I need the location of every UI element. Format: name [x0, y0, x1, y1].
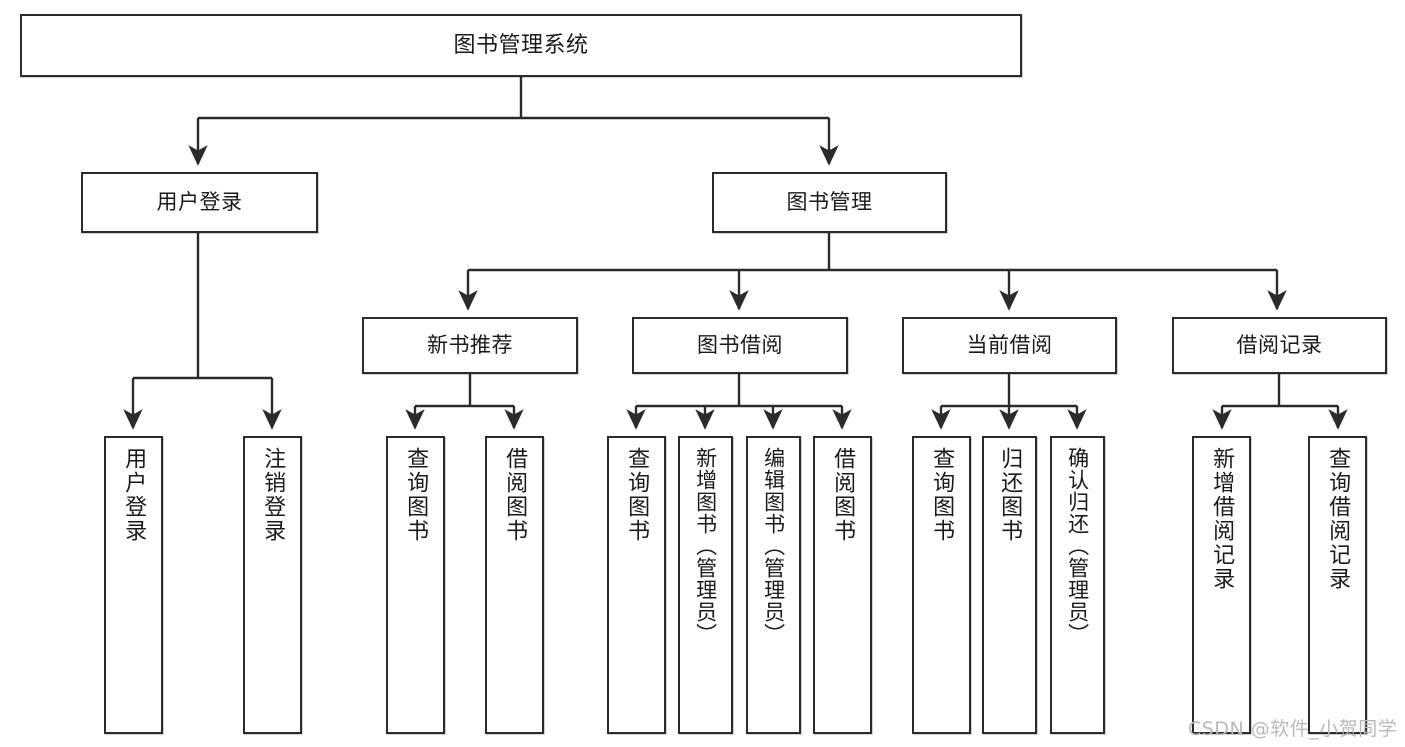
- node-label: 查询图书: [929, 447, 955, 543]
- node-leaf-query-book-borrow[interactable]: 查询图书: [607, 436, 666, 734]
- node-leaf-query-book-new[interactable]: 查询图书: [386, 436, 445, 734]
- node-label: 借阅记录: [1236, 333, 1323, 358]
- node-label: 确认归还（管理员）: [1065, 447, 1090, 645]
- node-label: 用户登录: [156, 190, 243, 215]
- node-label: 借阅图书: [502, 447, 528, 543]
- node-leaf-edit-book-admin[interactable]: 编辑图书（管理员）: [746, 436, 801, 734]
- node-label: 当前借阅: [966, 333, 1053, 358]
- csdn-watermark: CSDN @软件_小贺同学: [1188, 718, 1398, 740]
- node-leaf-query-borrow-record[interactable]: 查询借阅记录: [1308, 436, 1367, 734]
- node-label: 图书管理: [786, 190, 873, 215]
- node-label: 新增借阅记录: [1209, 447, 1235, 591]
- node-leaf-user-logout[interactable]: 注销登录: [243, 436, 302, 734]
- node-label: 新书推荐: [427, 333, 513, 358]
- node-leaf-return-book[interactable]: 归还图书: [982, 436, 1037, 734]
- node-label: 归还图书: [997, 447, 1023, 543]
- node-label: 借阅图书: [830, 447, 856, 543]
- node-leaf-borrow-book[interactable]: 借阅图书: [813, 436, 872, 734]
- node-label: 注销登录: [260, 447, 286, 543]
- node-leaf-confirm-return-admin[interactable]: 确认归还（管理员）: [1050, 436, 1105, 734]
- node-leaf-add-borrow-record[interactable]: 新增借阅记录: [1192, 436, 1251, 734]
- node-label: 查询图书: [624, 447, 650, 543]
- node-leaf-borrow-book-new[interactable]: 借阅图书: [485, 436, 544, 734]
- node-book-management[interactable]: 图书管理: [712, 172, 947, 233]
- node-root-book-management-system[interactable]: 图书管理系统: [20, 14, 1022, 77]
- node-new-book-recommendation[interactable]: 新书推荐: [362, 317, 578, 374]
- node-label: 查询借阅记录: [1325, 447, 1351, 591]
- node-book-borrowing[interactable]: 图书借阅: [632, 317, 848, 374]
- node-leaf-add-book-admin[interactable]: 新增图书（管理员）: [678, 436, 733, 734]
- node-label: 用户登录: [121, 447, 147, 543]
- node-label: 编辑图书（管理员）: [761, 447, 786, 645]
- node-label: 图书管理系统: [453, 32, 589, 58]
- node-label: 新增图书（管理员）: [693, 447, 718, 645]
- node-label: 图书借阅: [697, 333, 783, 358]
- node-current-borrowing[interactable]: 当前借阅: [902, 317, 1117, 374]
- node-leaf-query-book-current[interactable]: 查询图书: [912, 436, 971, 734]
- node-label: 查询图书: [403, 447, 429, 543]
- node-borrowing-record[interactable]: 借阅记录: [1172, 317, 1387, 374]
- node-user-login[interactable]: 用户登录: [81, 172, 318, 233]
- node-leaf-user-login[interactable]: 用户登录: [104, 436, 163, 734]
